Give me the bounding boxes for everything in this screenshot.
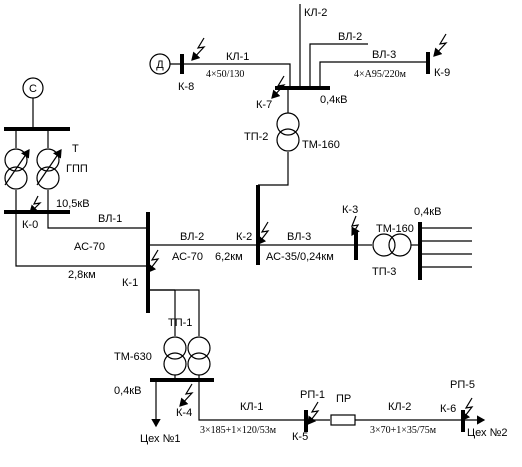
fault-k8-marker — [191, 37, 206, 61]
vl1-line — [47, 212, 148, 229]
vl3-main-cable: АС-35/0,24км — [266, 251, 334, 263]
tp1-feed-right — [148, 289, 200, 336]
ac70-line — [15, 212, 148, 267]
fault-k7-marker — [271, 75, 286, 99]
tp1-transformer-label: ТМ-630 — [114, 351, 152, 363]
top-vl2-label: ВЛ-2 — [338, 31, 362, 43]
fault-k6-marker — [461, 397, 474, 421]
shop1-label: Цех №1 — [140, 433, 181, 445]
fault-k5-label: К-5 — [292, 431, 308, 443]
tp2-transformer-label: ТМ-160 — [302, 139, 340, 151]
vl1-length: 2,8км — [68, 269, 96, 281]
tp1-name: ТП-1 — [168, 317, 192, 329]
fault-k9-label: К-9 — [434, 67, 450, 79]
tp3-voltage: 0,4кВ — [414, 206, 441, 218]
tp1-transformer-2 — [187, 336, 211, 376]
tp2-feed — [258, 152, 289, 186]
fuse-pr — [330, 414, 356, 426]
top-kl1-label: КЛ-1 — [226, 51, 249, 63]
fault-k6-label: К-6 — [440, 403, 456, 415]
fault-k9-marker — [433, 33, 448, 57]
tp2-name: ТП-2 — [244, 131, 268, 143]
vl2-main-length: 6,2км — [215, 251, 243, 263]
vl2-top-line — [309, 43, 368, 88]
motor-symbol — [149, 53, 171, 75]
kl1-top-line — [170, 63, 291, 88]
tp1-voltage: 0,4кВ — [114, 385, 141, 397]
ggp-transformer-1 — [4, 131, 30, 210]
fault-k3-marker — [351, 215, 360, 237]
vl2-main-name: ВЛ-2 — [180, 231, 204, 243]
fault-k4-marker — [179, 383, 194, 407]
vl1-cable: АС-70 — [74, 241, 105, 253]
bottom-kl1-label: КЛ-1 — [240, 401, 263, 413]
top-kl2-label: КЛ-2 — [304, 7, 327, 19]
tp2-transformer — [276, 112, 300, 152]
shop2-label: Цех №2 — [467, 427, 508, 439]
fault-k8-label: К-8 — [178, 81, 194, 93]
fault-k0-marker — [29, 195, 42, 214]
fault-k1-marker — [147, 249, 160, 273]
rp1-label: РП-1 — [300, 389, 325, 401]
ggp-voltage: 10,5кВ — [56, 198, 90, 210]
fault-k0-label: К-0 — [22, 219, 38, 231]
vl3-main-name: ВЛ-3 — [287, 231, 311, 243]
fault-k2-marker — [257, 221, 270, 245]
k3-label: К-3 — [342, 204, 358, 216]
k1-label: К-1 — [122, 277, 138, 289]
top-vl3-cable: 4×А95/220м — [354, 69, 407, 80]
k2-label: К-2 — [236, 231, 252, 243]
power-source: C — [22, 77, 44, 128]
tp3-transformer-label: ТМ-160 — [376, 223, 414, 235]
fuse-pr-label: ПР — [336, 393, 351, 405]
fault-k7-label: К-7 — [256, 99, 272, 111]
bottom-kl2-label: КЛ-2 — [388, 401, 411, 413]
top-kl1-cable: 4×50/130 — [206, 69, 244, 80]
ggp-t-label: Т — [72, 143, 79, 155]
bottom-kl1-line — [198, 380, 330, 421]
vl3-top-line — [319, 61, 428, 88]
tp1-transformer-1 — [163, 336, 187, 376]
rp5-label: РП-5 — [450, 379, 475, 391]
bottom-kl2-cable: 3×70+1×35/75м — [370, 425, 437, 436]
source-label: C — [29, 83, 37, 95]
fault-k4-label: К-4 — [176, 407, 192, 419]
ggp-name: ГПП — [66, 163, 88, 175]
vl2-main-cable: АС-70 — [172, 251, 203, 263]
bottom-kl1-cable: 3×185+1×120/53м — [200, 425, 277, 436]
tp3-name: ТП-3 — [372, 266, 396, 278]
top-vl3-label: ВЛ-3 — [372, 49, 396, 61]
vl1-name: ВЛ-1 — [98, 213, 122, 225]
tp2-voltage: 0,4кВ — [320, 94, 347, 106]
ggp-transformer-2 — [36, 131, 62, 210]
motor-label: Д — [156, 59, 164, 71]
fault-k5-marker — [307, 401, 320, 425]
tp3-transformer — [372, 233, 412, 257]
